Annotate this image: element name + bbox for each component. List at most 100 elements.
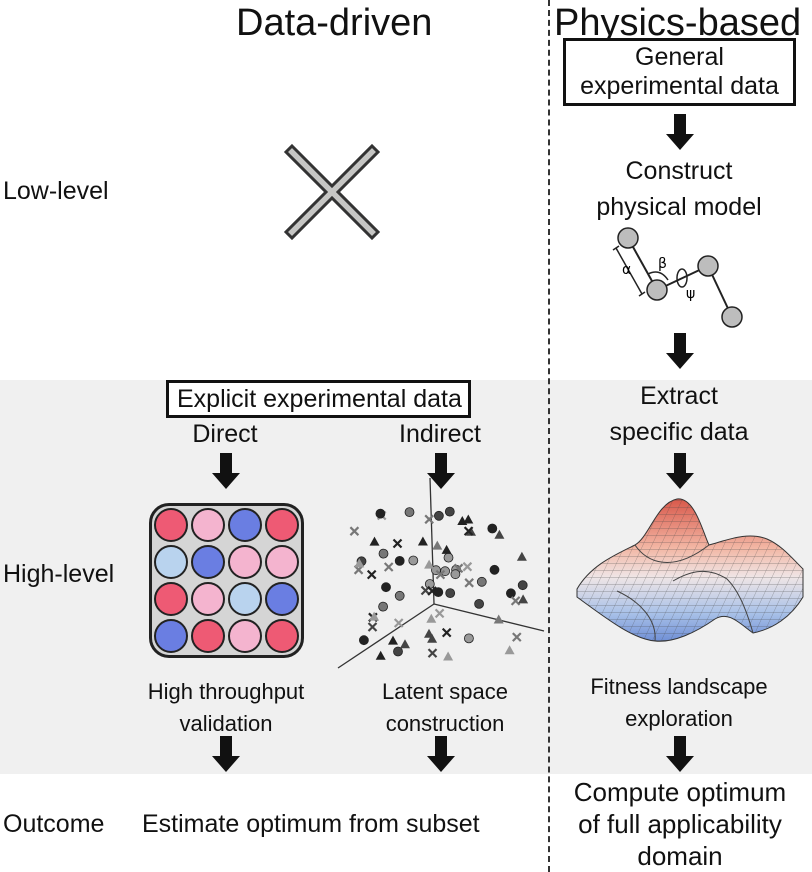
- scatter-point: [494, 529, 505, 539]
- scatter-point: [369, 536, 380, 546]
- cross-icon: [283, 143, 381, 241]
- latent-text: Latent space construction: [345, 676, 545, 740]
- explicit-data-box: Explicit experimental data: [166, 380, 471, 418]
- scatter-point: [427, 648, 438, 658]
- latent-scatter-icon: [337, 477, 545, 669]
- well-lightblue: [154, 545, 188, 579]
- well-blue: [154, 619, 188, 653]
- well-red: [154, 508, 188, 542]
- scatter-point: [464, 578, 474, 588]
- scatter-point: [457, 516, 468, 525]
- scatter-point: [349, 526, 360, 536]
- general-data-line2: experimental data: [580, 72, 779, 100]
- scatter-point: [404, 507, 415, 517]
- well-pink: [228, 619, 262, 653]
- scatter-point: [441, 627, 452, 638]
- scatter-point: [393, 646, 403, 657]
- scatter-point: [378, 548, 389, 559]
- scatter-point: [463, 633, 474, 644]
- scatter-point: [369, 611, 380, 621]
- scatter-point: [388, 635, 398, 645]
- scatter-point: [441, 544, 452, 554]
- angle-psi: ψ: [686, 286, 695, 302]
- scatter-point: [463, 514, 474, 524]
- scatter-point: [435, 569, 446, 580]
- well-lightblue: [228, 582, 262, 616]
- fitness-line1: Fitness landscape: [590, 674, 768, 699]
- scatter-point: [487, 523, 498, 534]
- scatter-point: [474, 599, 485, 609]
- scatter-point: [378, 601, 388, 612]
- htv-line1: High throughput: [147, 679, 305, 704]
- well-blue: [228, 508, 262, 542]
- scatter-point: [392, 538, 403, 549]
- scatter-point: [400, 639, 410, 649]
- scatter-point: [434, 608, 445, 619]
- scatter-point: [393, 618, 404, 628]
- scatter-point: [367, 622, 378, 632]
- well-blue: [265, 582, 299, 616]
- scatter-point: [476, 576, 487, 587]
- compute-line1: Compute optimum: [573, 777, 787, 807]
- scatter-point: [354, 558, 365, 568]
- scatter-point: [394, 590, 405, 601]
- well-pink: [191, 582, 225, 616]
- molecule-model-icon: α β ψ: [612, 227, 743, 328]
- scatter-point: [443, 651, 454, 661]
- scatter-point: [424, 559, 435, 569]
- extract-line2: specific data: [609, 418, 749, 446]
- down-arrow-icon: [427, 736, 455, 772]
- scatter-point: [489, 564, 500, 575]
- column-divider: [548, 0, 550, 872]
- scatter-point: [358, 635, 369, 646]
- scatter-point: [432, 540, 443, 550]
- well-pink: [191, 508, 225, 542]
- scatter-point: [375, 508, 386, 519]
- scatter-point: [505, 588, 516, 599]
- construct-line2: physical model: [596, 193, 762, 221]
- scatter-point: [427, 586, 437, 596]
- compute-line2: of full applicability: [578, 809, 782, 839]
- scatter-point: [443, 552, 454, 563]
- scatter-point: [366, 569, 377, 580]
- scatter-point: [466, 526, 476, 536]
- scatter-point: [504, 645, 515, 655]
- scatter-point: [375, 650, 386, 660]
- scatter-point: [426, 613, 437, 623]
- scatter-point: [493, 614, 504, 624]
- scatter-point: [512, 632, 522, 642]
- latent-line2: construction: [385, 711, 505, 736]
- down-arrow-icon: [427, 453, 455, 489]
- well-pink: [265, 545, 299, 579]
- well-red: [191, 619, 225, 653]
- well-grid: [154, 508, 299, 653]
- down-arrow-icon: [212, 453, 240, 489]
- down-arrow-icon: [666, 333, 694, 369]
- compute-line3: domain: [637, 841, 723, 871]
- scatter-point: [510, 596, 521, 606]
- scatter-point: [434, 510, 444, 521]
- scatter-point: [408, 555, 419, 566]
- htv-text: High throughput validation: [126, 676, 326, 740]
- scatter-point: [450, 569, 461, 580]
- scatter-point: [517, 580, 528, 591]
- scatter-point: [463, 526, 474, 536]
- estimate-optimum-text: Estimate optimum from subset: [142, 810, 480, 838]
- extract-line1: Extract: [640, 382, 718, 410]
- down-arrow-icon: [666, 736, 694, 772]
- row-label-high: High-level: [3, 560, 115, 588]
- scatter-point: [417, 536, 428, 546]
- row-label-low: Low-level: [3, 177, 109, 205]
- down-arrow-icon: [666, 453, 694, 489]
- scatter-point: [462, 561, 473, 572]
- general-data-line1: General: [635, 43, 724, 71]
- explicit-data-label: Explicit experimental data: [177, 385, 462, 413]
- well-blue: [191, 545, 225, 579]
- down-arrow-icon: [212, 736, 240, 772]
- htv-line2: validation: [179, 711, 273, 736]
- well-pink: [228, 545, 262, 579]
- scatter-point: [445, 588, 456, 598]
- construct-line1: Construct: [625, 157, 733, 185]
- scatter-point: [518, 594, 529, 604]
- scatter-point: [516, 551, 527, 561]
